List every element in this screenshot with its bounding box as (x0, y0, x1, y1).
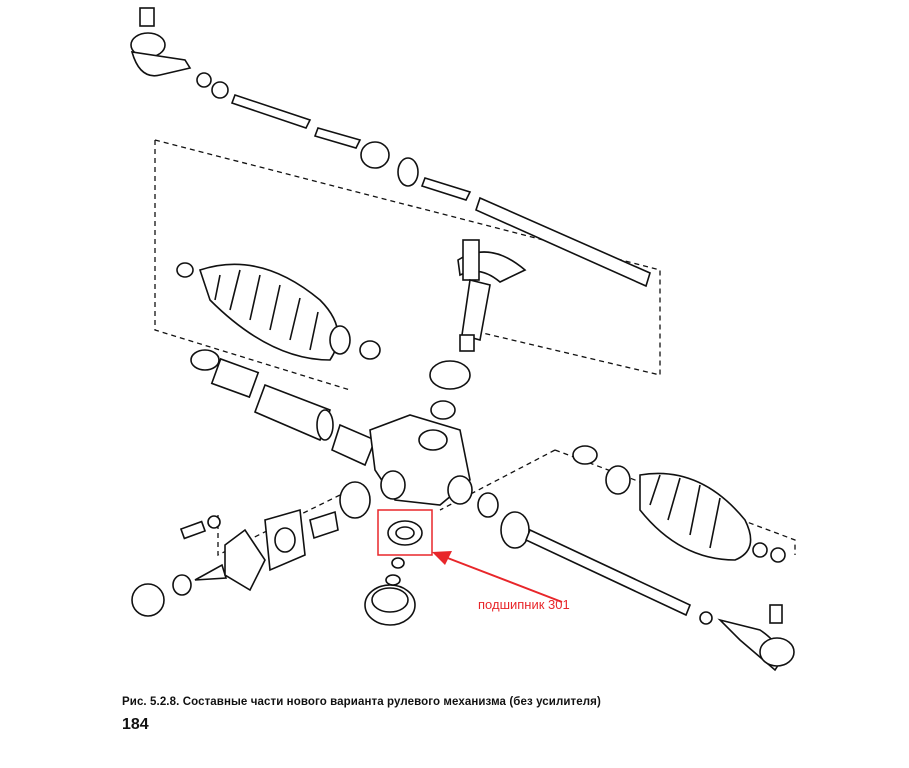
figure-caption: Рис. 5.2.8. Составные части нового вариа… (122, 696, 601, 708)
callout-arrow (432, 551, 563, 603)
rack-sleeves (190, 349, 377, 467)
bearing-301 (387, 520, 423, 546)
page-number: 184 (122, 716, 149, 733)
rack-housing (339, 360, 473, 519)
pinion-shaft (457, 239, 527, 352)
bearing-callout-label: подшипник 301 (478, 597, 570, 612)
upper-tie-rod (130, 7, 651, 288)
bearing-highlight-box (377, 509, 433, 556)
right-rack-and-boot (477, 445, 795, 672)
adjuster-parts (131, 508, 416, 626)
left-boot (176, 262, 381, 361)
